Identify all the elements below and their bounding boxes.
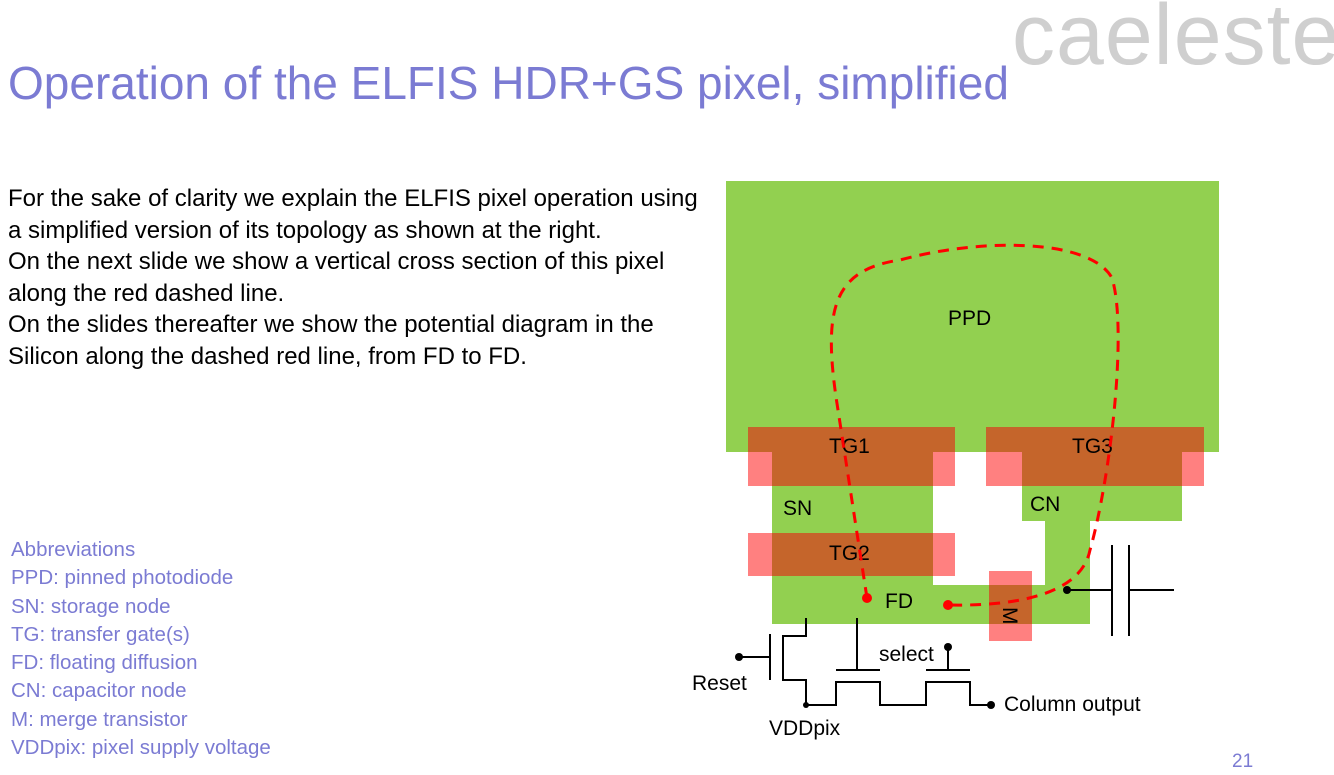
slide-title: Operation of the ELFIS HDR+GS pixel, sim…: [8, 57, 1009, 109]
abbreviation-item: SN: storage node: [11, 594, 171, 618]
caeleste-logo: caeleste: [1012, 0, 1334, 83]
cn-region: [1022, 486, 1182, 521]
abbreviation-item: VDDpix: pixel supply voltage: [11, 736, 271, 760]
tg1-label: TG1: [829, 435, 870, 458]
abbreviations-list: Abbreviations PPD: pinned photodiode SN:…: [11, 536, 271, 762]
abbreviation-item: PPD: pinned photodiode: [11, 566, 234, 590]
paragraph: On the slides thereafter we show the pot…: [8, 311, 654, 370]
capacitor-node: [1063, 586, 1071, 594]
vddpix-node: [803, 702, 809, 708]
tg2-gate: [772, 533, 933, 576]
fd-region-right: [1045, 521, 1090, 591]
m-label: M: [998, 607, 1021, 625]
fd-start-dot: [862, 593, 872, 603]
vddpix-label: VDDpix: [769, 717, 841, 740]
fd-end-dot: [943, 600, 953, 610]
column-output-label: Column output: [1004, 693, 1141, 716]
sf-channel: [806, 681, 990, 706]
abbreviation-item: FD: floating diffusion: [11, 651, 198, 675]
paragraph: For the sake of clarity we explain the E…: [8, 185, 698, 244]
reset-channel: [782, 618, 807, 705]
column-output-node: [987, 701, 995, 709]
body-text: For the sake of clarity we explain the E…: [8, 183, 708, 372]
abbreviation-item: CN: capacitor node: [11, 679, 187, 703]
gates: [748, 427, 1204, 641]
fd-region-left: [772, 576, 933, 624]
readout-circuit: [739, 545, 1174, 706]
page-number: 21: [1232, 751, 1254, 772]
circuit-nodes: [735, 586, 1071, 709]
abbreviation-item: TG: transfer gate(s): [11, 622, 190, 646]
circuit-labels: Reset select VDDpix Column output: [692, 643, 1141, 740]
abbreviation-item: M: merge transistor: [11, 707, 188, 731]
tg2-label: TG2: [829, 542, 870, 565]
tg3-gate-top: [986, 427, 1204, 452]
sn-region: [772, 486, 933, 534]
select-label: select: [879, 643, 934, 666]
region-labels: PPD TG1 TG3 SN CN TG2 FD M: [783, 307, 1113, 625]
tg1-gate-top: [748, 427, 955, 452]
paragraph: On the next slide we show a vertical cro…: [8, 248, 665, 307]
abbreviations-heading: Abbreviations: [11, 538, 136, 561]
cn-label: CN: [1030, 493, 1060, 516]
cross-section-path: [829, 243, 1120, 610]
select-node: [944, 643, 952, 651]
reset-node: [735, 653, 743, 661]
ppd-label: PPD: [948, 307, 991, 330]
fd-label: FD: [885, 590, 913, 613]
ppd-region: [726, 181, 1219, 452]
tg3-label: TG3: [1072, 435, 1113, 458]
reset-label: Reset: [692, 672, 747, 695]
sn-label: SN: [783, 497, 812, 520]
